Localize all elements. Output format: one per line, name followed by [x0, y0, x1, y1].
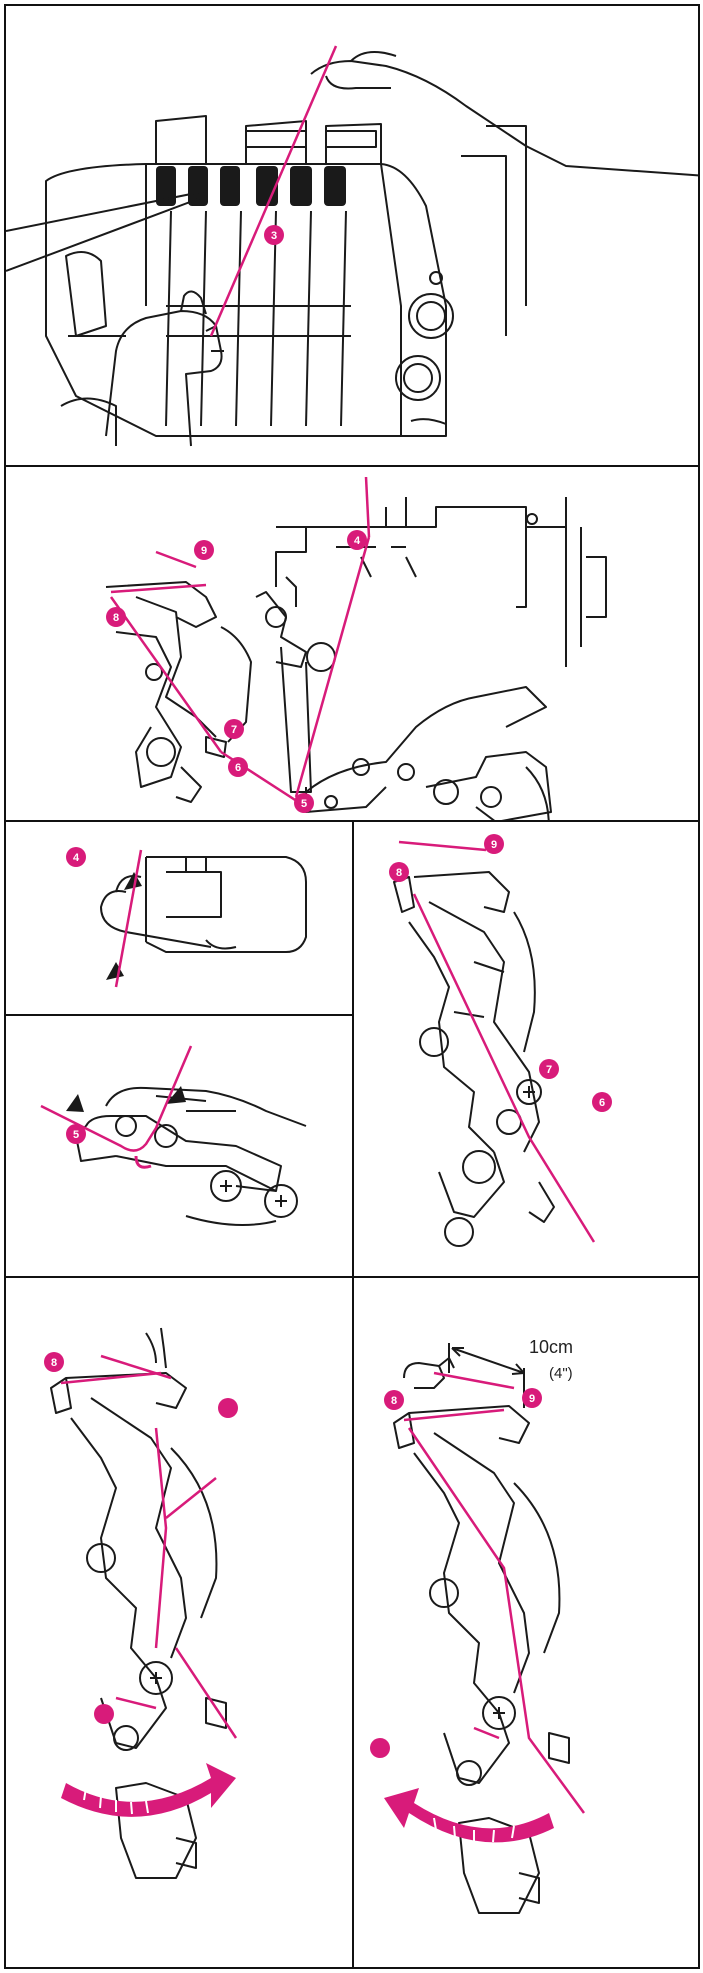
step-markers: 8 9: [370, 1388, 542, 1758]
step-marker: [264, 225, 284, 245]
looper-rotate-back-illustration: 10cm (4") 8 9: [370, 1337, 586, 1914]
guide-detail-illustration: 4: [66, 847, 307, 988]
panel-looper-rotate-forward: 8: [4, 1276, 354, 1969]
step-markers: 8: [44, 1352, 238, 1724]
panel-looper-path: 4 5 6 7 8 9: [4, 465, 700, 822]
panel-looper-rotate-back: 10cm (4") 8 9: [352, 1276, 700, 1969]
step-markers: 4 5 6 7 8 9: [106, 530, 367, 813]
panel-eye-detail: 5: [4, 1014, 354, 1278]
step-label: 5: [301, 798, 307, 810]
step-label: 6: [599, 1097, 605, 1109]
rotation-arrow-icon: [61, 1763, 236, 1817]
step-label: 6: [235, 762, 241, 774]
step-label: 9: [201, 545, 207, 557]
step-label: 7: [546, 1064, 552, 1076]
eye-detail-illustration: 5: [40, 1045, 307, 1226]
looper-path-illustration: 4 5 6 7 8 9: [105, 476, 607, 820]
step-label: 5: [73, 1129, 79, 1141]
step-label: 8: [396, 867, 402, 879]
step-label: 4: [354, 535, 361, 547]
looper-rotate-forward-illustration: 8: [44, 1327, 238, 1879]
step-label: 9: [529, 1393, 535, 1405]
step-marker: [66, 847, 86, 867]
step-marker: [66, 1124, 86, 1144]
step-label: 4: [73, 852, 80, 864]
step-label: 8: [51, 1357, 57, 1369]
step-markers: 9 8 7 6: [389, 834, 612, 1112]
measure-metric: 10cm: [529, 1337, 573, 1357]
panel-looper-threaded: 9 8 7 6: [352, 820, 700, 1278]
step-label: 8: [113, 612, 119, 624]
rotation-arrow-icon: [384, 1788, 554, 1843]
step-label: 3: [271, 230, 277, 242]
step-label: 7: [231, 724, 237, 736]
looper-threaded-illustration: 9 8 7 6: [389, 834, 612, 1247]
threading-overview-illustration: 3: [6, 45, 698, 447]
panel-guide-detail: 4: [4, 820, 354, 1016]
step-label: 9: [491, 839, 497, 851]
step-label: 8: [391, 1395, 397, 1407]
panel-threading-overview: 3: [4, 4, 700, 467]
measure-imperial: (4"): [549, 1365, 573, 1382]
